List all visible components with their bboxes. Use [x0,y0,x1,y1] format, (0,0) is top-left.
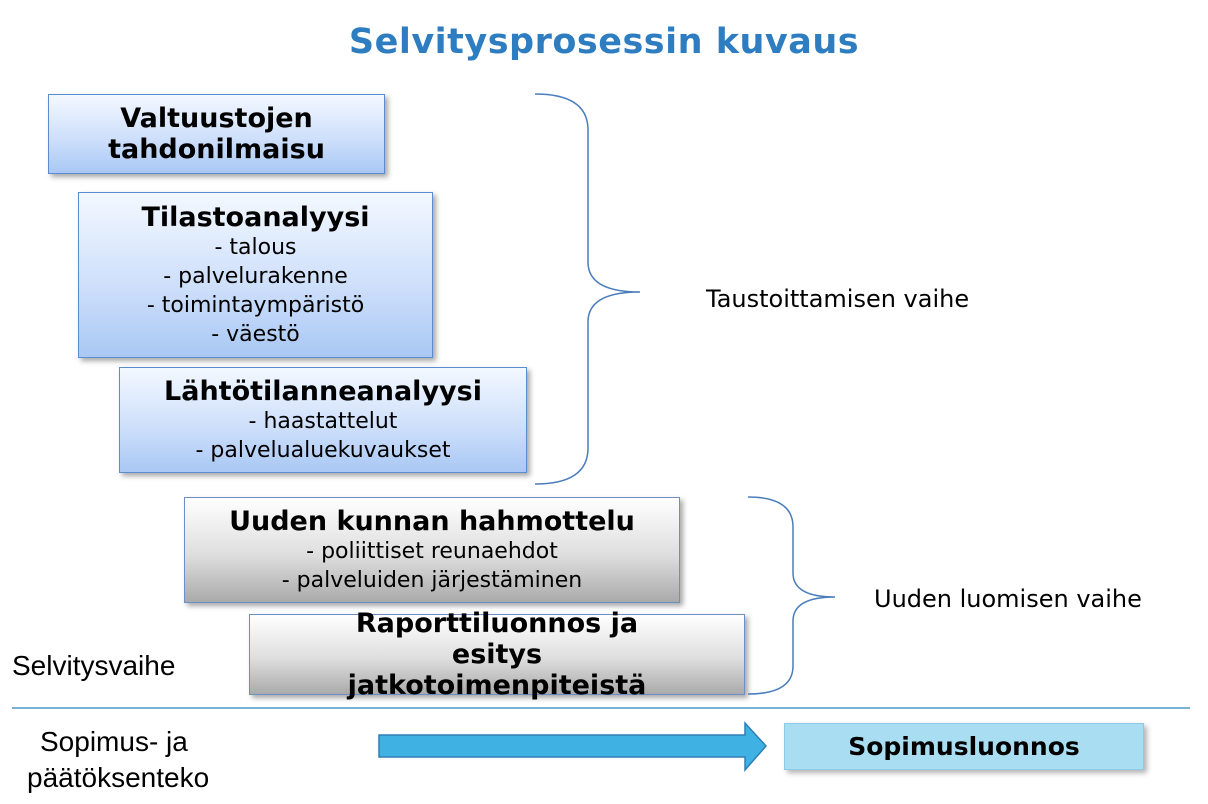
box-heading: Uuden kunnan hahmottelu [229,505,635,537]
box-council-will: Valtuustojen tahdonilmaisu [48,94,385,174]
box-statistical-analysis: Tilastoanalyysi - talous - palvelurakenn… [78,192,433,358]
stage-label-investigation: Selvitysvaihe [12,650,176,681]
box-heading: Sopimusluonnos [848,732,1080,761]
box-item: - talous [214,234,297,260]
box-agreement-draft: Sopimusluonnos [784,723,1144,770]
box-heading: Valtuustojen tahdonilmaisu [108,103,325,165]
box-baseline-analysis: Lähtötilanneanalyysi - haastattelut - pa… [119,367,527,473]
stage-label-agreement-line1: Sopimus- ja [40,726,188,757]
box-item: - poliittiset reunaehdot [306,538,558,564]
process-arrow [378,721,768,772]
brace-background-phase [534,93,641,485]
box-item: - toimintaympäristö [146,292,365,318]
phase-label-creation: Uuden luomisen vaihe [874,585,1142,613]
box-item: - palveluiden järjestäminen [281,567,583,593]
box-item: - haastattelut [248,408,398,434]
box-item: - palvelurakenne [163,263,348,289]
stage-label-agreement-line2: päätöksenteko [27,762,210,793]
box-item: - väestö [211,321,300,347]
diagram-title: Selvitysprosessin kuvaus [348,22,860,62]
box-report-draft: Raporttiluonnos ja esitys jatkotoimenpit… [249,608,745,701]
box-heading: Tilastoanalyysi [141,201,370,233]
phase-label-background: Taustoittamisen vaihe [706,285,970,313]
box-heading: Lähtötilanneanalyysi [164,375,482,407]
box-item: - palvelualuekuvaukset [195,437,451,463]
box-heading: Raporttiluonnos ja esitys jatkotoimenpit… [347,608,647,701]
box-new-municipality-outline: Uuden kunnan hahmottelu - poliittiset re… [184,497,680,603]
brace-creation-phase [747,496,836,695]
